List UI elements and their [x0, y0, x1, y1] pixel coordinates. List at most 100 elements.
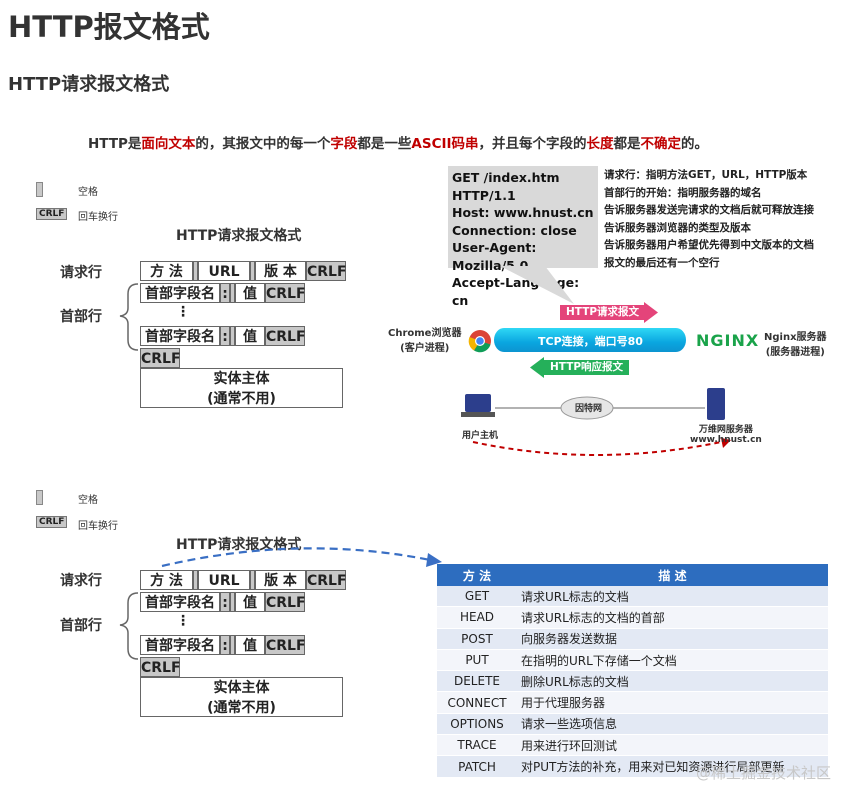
- url-cell: URL: [198, 261, 250, 281]
- method-name: OPTIONS: [437, 713, 517, 736]
- method-cell: 方 法: [140, 261, 193, 281]
- crlf-cell: CRLF: [306, 261, 347, 281]
- tcp-label: TCP连接，端口号80: [538, 335, 643, 348]
- version-cell: 版 本: [255, 570, 306, 590]
- callout-pointer: [500, 266, 574, 304]
- header-name-cell: 首部字段名: [140, 326, 220, 346]
- method-name: GET: [437, 586, 517, 608]
- crlf-cell: CRLF: [140, 657, 181, 677]
- url-cell: URL: [198, 570, 250, 590]
- ellipsis: ⋮: [176, 304, 190, 320]
- web-server-domain: www.hnust.cn: [690, 435, 762, 445]
- client-label: Chrome浏览器 (客户进程): [388, 324, 461, 354]
- intro-text: 都是一些: [357, 136, 412, 152]
- header-line-label: 首部行: [60, 309, 102, 325]
- method-description: 对PUT方法的补充，用来对已知资源进行局部更新: [517, 755, 828, 778]
- column-header-description: 描 述: [517, 564, 828, 586]
- space-cell: [230, 635, 235, 655]
- entity-body: 实体主体 (通常不用): [140, 368, 343, 408]
- request-example-box: GET /index.htm HTTP/1.1 Host: www.hnust.…: [448, 166, 598, 308]
- method-name: TRACE: [437, 734, 517, 757]
- internet-label: 因特网: [575, 404, 603, 414]
- response-arrow-head: [530, 357, 544, 378]
- intro-sentence: HTTP是面向文本的，其报文中的每一个字段都是一些ASCII码串，并且每个字段的…: [88, 132, 708, 152]
- web-server-line: 万维网服务器: [698, 425, 753, 435]
- crlf-legend-label: 回车换行: [78, 521, 118, 532]
- crlf-cell: CRLF: [265, 635, 306, 655]
- section-title: HTTP请求报文格式: [8, 74, 170, 95]
- watermark: @稀土掘金技术社区: [696, 764, 832, 782]
- intro-text: 都是: [613, 136, 641, 152]
- intro-highlight: 字段: [330, 136, 358, 152]
- colon-cell: :: [220, 283, 230, 303]
- crlf-cell: CRLF: [306, 570, 347, 590]
- method-name: CONNECT: [437, 691, 517, 714]
- server-label: Nginx服务器 (服务器进程): [764, 328, 827, 358]
- method-description: 在指明的URL下存储一个文档: [517, 649, 828, 672]
- value-cell: 值: [235, 592, 265, 612]
- space-cell: [193, 261, 198, 281]
- intro-text: 的。: [681, 136, 709, 152]
- response-arrow: HTTP响应报文: [544, 360, 630, 375]
- request-notes: 请求行：指明方法GET，URL，HTTP版本 首部行的开始：指明服务器的域名 告…: [604, 167, 814, 273]
- crlf-cell: CRLF: [265, 326, 306, 346]
- method-description: 请求一些选项信息: [517, 713, 828, 736]
- method-name: POST: [437, 628, 517, 650]
- crlf-cell: CRLF: [140, 348, 181, 368]
- nginx-logo: NGINX: [696, 331, 760, 350]
- crlf-cell: CRLF: [265, 592, 306, 612]
- request-line-label: 请求行: [60, 573, 102, 589]
- request-line: Host: www.hnust.cn: [452, 205, 594, 220]
- request-arrow: HTTP请求报文: [560, 305, 646, 320]
- version-cell: 版 本: [255, 261, 306, 281]
- request-line-label: 请求行: [60, 265, 102, 281]
- method-name: PUT: [437, 649, 517, 672]
- intro-text: HTTP是: [88, 136, 142, 152]
- header-brace: [119, 592, 139, 660]
- request-arrow-head: [644, 302, 658, 323]
- intro-highlight: 面向文本: [141, 136, 196, 152]
- note-line: 告诉服务器浏览器的类型及版本: [604, 221, 751, 234]
- method-description: 向服务器发送数据: [517, 628, 828, 650]
- intro-highlight: 不确定: [640, 136, 682, 152]
- page-title: HTTP报文格式: [8, 10, 210, 44]
- space-cell: [230, 283, 235, 303]
- ellipsis: ⋮: [176, 613, 190, 629]
- client-label-line: Chrome浏览器: [388, 328, 462, 339]
- value-cell: 值: [235, 635, 265, 655]
- intro-text: 的，其报文中的每一个: [195, 136, 331, 152]
- crlf-cell: CRLF: [265, 283, 306, 303]
- method-name: DELETE: [437, 670, 517, 693]
- web-server-label: 万维网服务器 www.hnust.cn: [690, 422, 762, 445]
- space-cell: [250, 570, 255, 590]
- network-diagram: [461, 388, 731, 456]
- entity-line: 实体主体: [213, 680, 270, 696]
- space-symbol: [36, 490, 43, 505]
- table-header-row: 方 法 描 述: [437, 564, 828, 586]
- request-line: Connection: close: [452, 222, 577, 238]
- note-line: 请求行：指明方法GET，URL，HTTP版本: [604, 169, 808, 181]
- method-description: 请求URL标志的文档的首部: [517, 606, 828, 629]
- intro-highlight: 长度: [586, 136, 614, 152]
- crlf-legend-label: 回车换行: [78, 212, 118, 223]
- entity-line: (通常不用): [207, 391, 276, 407]
- method-name: PATCH: [437, 755, 517, 778]
- intro-text: ，并且每个字段的: [478, 136, 587, 152]
- header-name-cell: 首部字段名: [140, 635, 220, 655]
- space-cell: [193, 570, 198, 590]
- format-title: HTTP请求报文格式: [176, 228, 302, 244]
- method-description: 用来进行环回测试: [517, 734, 828, 757]
- method-description: 请求URL标志的文档: [517, 586, 828, 608]
- note-line: 报文的最后还有一个空行: [604, 256, 720, 269]
- header-name-cell: 首部字段名: [140, 283, 220, 303]
- entity-body: 实体主体 (通常不用): [140, 677, 343, 717]
- note-line: 告诉服务器用户希望优先得到中文版本的文档: [604, 239, 814, 252]
